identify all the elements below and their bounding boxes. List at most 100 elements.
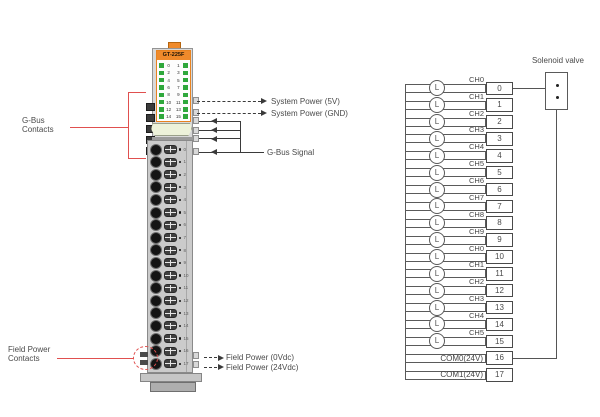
terminal-number: 13 <box>183 310 189 316</box>
arrow-right-icon <box>261 110 267 116</box>
terminal-wire-hole <box>149 143 162 156</box>
terminal-screw <box>164 182 177 192</box>
terminal-box: 13 <box>486 300 513 315</box>
terminal-test-point <box>179 148 182 151</box>
terminal-number: 7 <box>183 234 187 240</box>
gbus-signal-collector <box>240 120 241 153</box>
system-power-5v-label: System Power (5V) <box>271 96 340 106</box>
led-indicator <box>183 99 188 105</box>
wire-valve-return-vertical <box>556 110 557 358</box>
wiring-row-rect <box>405 201 486 211</box>
terminal-screw <box>164 258 177 268</box>
wire-return-to-terminal16 <box>513 357 557 359</box>
terminal-screw <box>164 283 177 293</box>
terminal-wire-hole <box>149 319 162 332</box>
terminal-test-point <box>179 198 182 202</box>
wire-terminal0-to-valve <box>513 87 545 89</box>
channel-label: CH5 <box>468 327 484 337</box>
terminal-screw <box>164 296 177 306</box>
led-indicator <box>159 99 164 105</box>
load-symbol: L <box>429 164 445 181</box>
wiring-row-rect <box>405 370 486 380</box>
terminal-test-point <box>179 173 182 176</box>
field-power-leader-line <box>57 358 134 360</box>
wiring-row-rect <box>405 168 486 178</box>
terminal-test-point <box>179 211 182 214</box>
terminal-screw <box>164 321 177 331</box>
gbus-bracket-vertical <box>128 92 130 159</box>
field-power-0v-label: Field Power (0Vdc) <box>226 353 295 362</box>
channel-label: CH3 <box>468 125 484 135</box>
gbus-leader-line <box>70 127 129 129</box>
module-edge-tab <box>192 96 199 104</box>
wiring-row-rect <box>405 336 486 346</box>
system-power-gnd-label: System Power (GND) <box>271 108 348 118</box>
channel-label: CH4 <box>468 310 484 320</box>
wiring-row-rect <box>405 134 486 144</box>
module-seam <box>152 136 193 140</box>
left-bus-line <box>405 83 407 380</box>
led-indicator <box>159 92 164 98</box>
terminal-test-point <box>179 349 182 353</box>
load-symbol: L <box>429 130 445 147</box>
terminal-number: 6 <box>183 222 187 228</box>
terminal-box: 8 <box>486 216 513 230</box>
led-indicator <box>183 77 188 83</box>
terminal-box: 9 <box>486 233 513 247</box>
system-power-5v-line <box>197 100 261 102</box>
terminal-screw <box>164 157 177 167</box>
arrow-right-icon <box>217 364 224 370</box>
terminal-box: 14 <box>486 317 513 332</box>
module-model-label: GT-225F <box>157 51 190 60</box>
terminal-box: 16 <box>486 351 513 365</box>
terminal-number: 16 <box>183 348 189 354</box>
terminal-number: 14 <box>183 323 189 329</box>
terminal-test-point <box>179 223 182 227</box>
channel-label: CH6 <box>468 176 484 186</box>
gbus-signal-line-4 <box>199 151 241 153</box>
wiring-row-rect <box>405 269 486 279</box>
led-number: 2 <box>167 70 170 76</box>
terminal-box: 11 <box>486 267 513 281</box>
led-indicator <box>159 77 164 83</box>
terminal-body-groove <box>186 141 187 372</box>
terminal-number: 15 <box>183 335 189 341</box>
terminal-number: 4 <box>183 197 187 203</box>
field-power-highlight-circle <box>133 345 158 370</box>
channel-label: CH5 <box>468 159 484 169</box>
wiring-row-rect <box>405 117 486 127</box>
terminal-box: 1 <box>486 98 513 112</box>
led-number: 9 <box>177 92 180 98</box>
terminal-wire-hole <box>149 168 162 181</box>
arrow-left-icon <box>211 135 217 142</box>
terminal-test-point <box>179 312 182 315</box>
terminal-number: 5 <box>183 209 187 215</box>
channel-label: CH1 <box>468 91 484 101</box>
terminal-number: 17 <box>183 360 189 366</box>
terminal-wire-hole <box>149 156 162 169</box>
wiring-row-rect <box>405 83 486 93</box>
terminal-box: 3 <box>486 132 513 146</box>
load-symbol: L <box>429 249 445 265</box>
terminal-number: 10 <box>183 272 189 278</box>
terminal-test-point <box>179 160 182 164</box>
terminal-test-point <box>179 286 182 290</box>
solenoid-valve-terminal-dot <box>555 96 559 99</box>
gbus-signal-line-3 <box>199 138 241 139</box>
led-number: 13 <box>175 106 181 112</box>
system-power-gnd-line <box>197 112 261 114</box>
terminal-wire-hole <box>149 206 162 219</box>
channel-label: CH2 <box>468 108 484 118</box>
terminal-wire-hole <box>149 307 162 320</box>
terminal-test-point <box>179 186 182 189</box>
channel-label: CH0 <box>468 243 484 253</box>
terminal-screw <box>164 170 177 180</box>
terminal-number: 11 <box>183 285 189 291</box>
terminal-number: 3 <box>183 184 187 190</box>
